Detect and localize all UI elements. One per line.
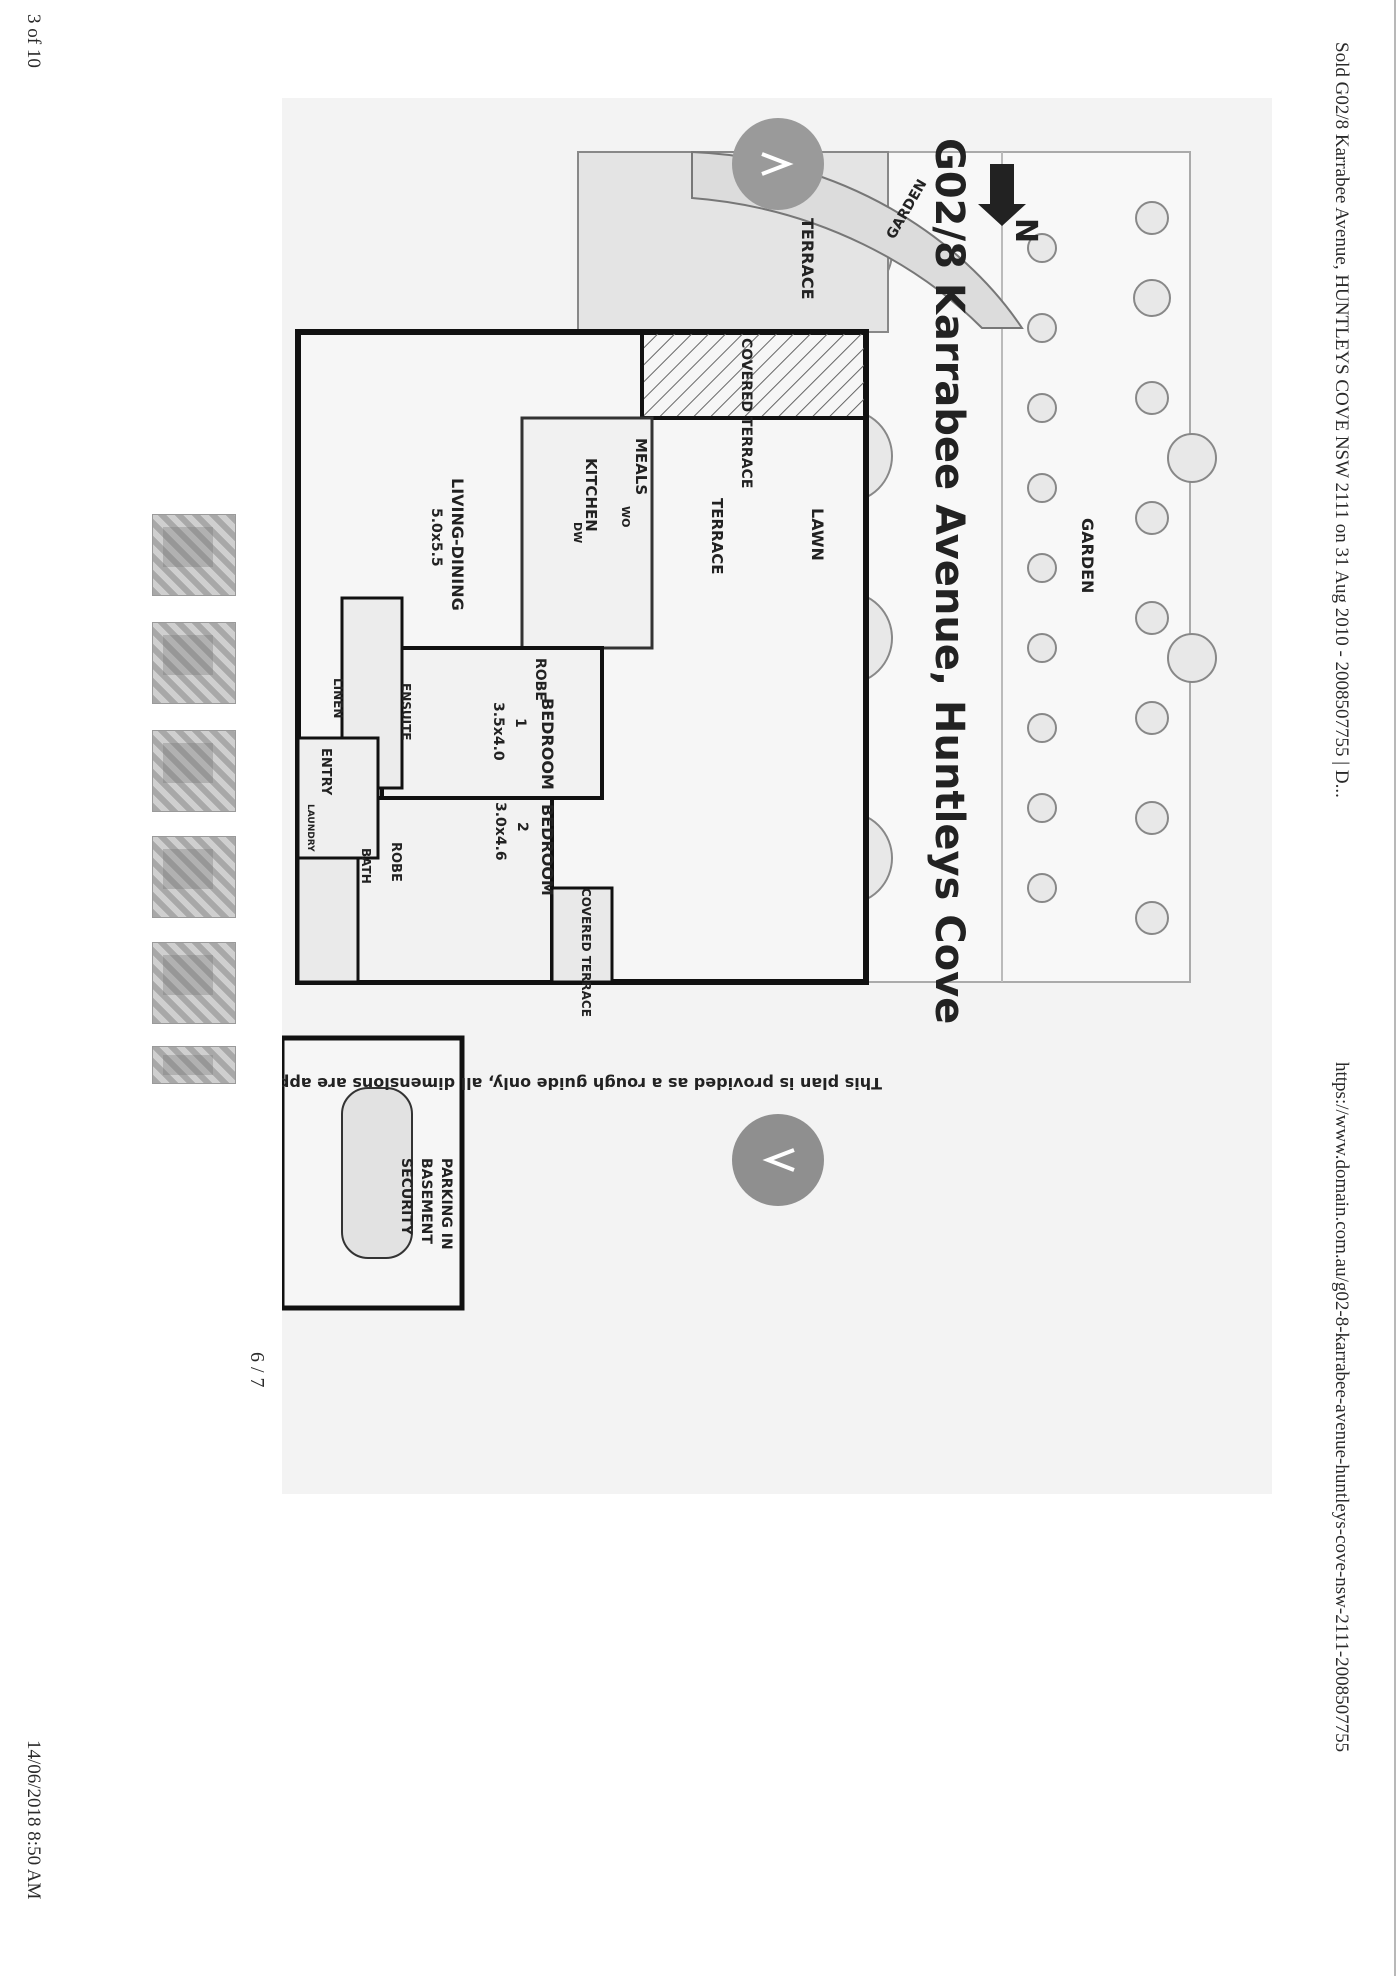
print-timestamp: 14/06/2018 8:50 AM <box>23 1740 44 1900</box>
label-covered-terrace-1: COVERED TERRACE <box>738 338 754 488</box>
label-dw: DW <box>571 522 584 543</box>
gallery-thumbnail[interactable] <box>152 1046 236 1084</box>
label-bedroom-1: BEDROOM <box>538 698 557 790</box>
chevron-up-icon <box>761 152 794 176</box>
chevron-down-icon <box>762 1148 795 1172</box>
label-bath: BATH <box>359 848 373 884</box>
car-icon <box>341 1087 413 1259</box>
gallery-counter: 6 / 7 <box>246 1352 268 1388</box>
label-kitchen: KITCHEN <box>582 458 600 532</box>
label-living-dining: LIVING-DINING <box>448 478 467 611</box>
label-bedroom-2-num: 2 <box>514 822 530 832</box>
label-north: N <box>1008 218 1043 243</box>
floor-plan-disclaimer: This plan is provided as a rough guide o… <box>282 1074 882 1093</box>
label-laundry: LAUNDRY <box>305 804 315 852</box>
gallery-thumbnail[interactable] <box>152 836 236 918</box>
gallery-thumbnail[interactable] <box>152 622 236 704</box>
print-page-number: 3 of 10 <box>23 14 44 68</box>
floor-plan-drawing: G02/8 Karrabee Avenue, Huntleys Cove Thi… <box>197 118 1217 1311</box>
gallery-thumbnail[interactable] <box>152 514 236 596</box>
label-covered-terrace-2: COVERED TERRACE <box>579 888 593 1017</box>
label-robe-2: ROBE <box>388 842 403 882</box>
gallery-next-button[interactable] <box>732 1114 824 1206</box>
label-linen: LINEN <box>331 678 345 718</box>
label-wo: WO <box>619 506 632 527</box>
label-ensuite: ENSUITE <box>399 683 413 740</box>
floor-plan-image: G02/8 Karrabee Avenue, Huntleys Cove Thi… <box>197 98 1272 1494</box>
north-arrow-icon <box>978 164 1026 226</box>
label-lawn: LAWN <box>808 508 827 561</box>
print-page-title: Sold G02/8 Karrabee Avenue, HUNTLEYS COV… <box>1331 42 1352 798</box>
label-bedroom-1-num: 1 <box>512 718 528 728</box>
label-living-dining-size: 5.0x5.5 <box>428 508 444 567</box>
label-robe-1: ROBE <box>532 658 548 701</box>
label-bedroom-2: BEDROOM <box>538 804 557 896</box>
label-meals: MEALS <box>632 438 650 495</box>
floor-plan-title: G02/8 Karrabee Avenue, Huntleys Cove <box>926 138 972 1024</box>
label-garden-right: GARDEN <box>1078 518 1097 593</box>
label-parking-1: PARKING IN <box>438 1158 454 1250</box>
label-bedroom-2-size: 3.0x4.6 <box>492 802 508 861</box>
label-parking-3: SECURITY <box>398 1158 414 1236</box>
gallery-thumbnail[interactable] <box>152 730 236 812</box>
label-terrace-top: TERRACE <box>798 218 817 300</box>
label-parking-2: BASEMENT <box>418 1158 434 1244</box>
label-terrace-side: TERRACE <box>708 498 726 574</box>
label-bedroom-1-size: 3.5x4.0 <box>490 702 506 761</box>
print-url: https://www.domain.com.au/g02-8-karrabee… <box>1331 1062 1352 1753</box>
gallery-thumbnail[interactable] <box>152 942 236 1024</box>
page-edge-rule <box>1394 0 1396 1976</box>
label-entry: ENTRY <box>318 748 333 796</box>
gallery-prev-button[interactable] <box>732 118 824 210</box>
